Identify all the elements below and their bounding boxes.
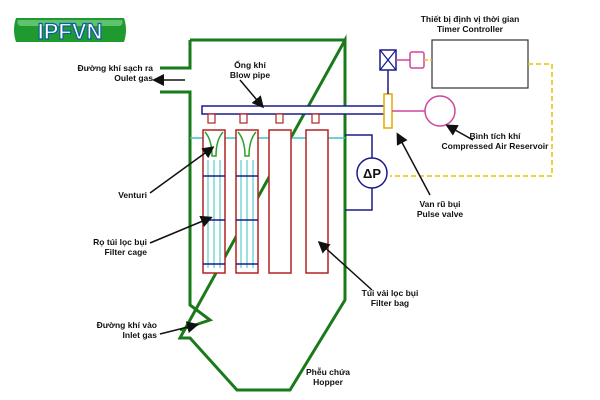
filter-bag	[305, 129, 329, 274]
housing	[160, 34, 347, 392]
timer-controller-box	[431, 39, 529, 89]
arrow-inlet	[159, 321, 199, 335]
housing-left-wall	[160, 90, 214, 332]
arrow-filter-bag	[317, 240, 373, 291]
housing-top-left	[160, 40, 192, 70]
arrow-reservoir	[445, 124, 474, 141]
label-venturi: Venturi	[118, 190, 147, 200]
nozzle	[239, 113, 248, 124]
solenoid-valve-icon	[379, 49, 425, 71]
logo-text: IPFVN	[38, 19, 103, 44]
control-air-line	[390, 63, 553, 177]
filter-bags	[202, 129, 329, 274]
filter-cage	[240, 160, 254, 268]
arrow-blowpipe	[239, 79, 264, 109]
filter-cages	[203, 160, 258, 268]
pressure-gauge-icon: ΔP	[345, 134, 388, 211]
logo-highlight	[17, 20, 123, 26]
blow-pipe	[201, 105, 389, 124]
air-reservoir-icon	[424, 95, 456, 127]
nozzle	[207, 113, 216, 124]
nozzle	[311, 113, 320, 124]
arrow-filter-cage	[149, 215, 213, 244]
filter-bag	[268, 129, 292, 274]
coil-icon	[409, 51, 425, 69]
ipfvn-logo: IPFVN	[14, 18, 126, 45]
svg-text:ΔP: ΔP	[363, 166, 381, 181]
filter-cage	[207, 160, 221, 268]
arrow-venturi	[149, 146, 215, 194]
nozzle	[275, 113, 284, 124]
arrow-pulse-valve	[396, 132, 431, 196]
leader-arrows	[149, 79, 474, 335]
venturi	[237, 131, 257, 157]
